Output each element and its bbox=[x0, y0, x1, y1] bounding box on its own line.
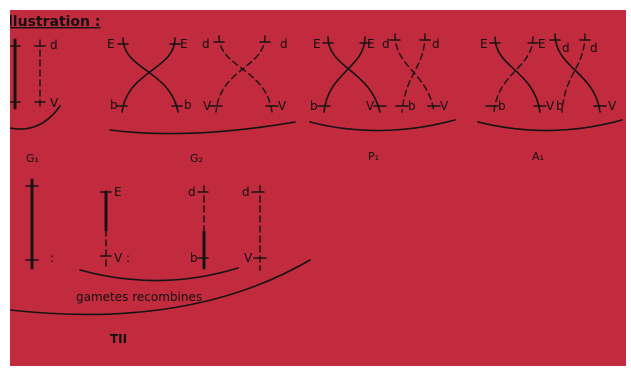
g2-letter-d-right: d bbox=[280, 37, 288, 51]
recombinant-label: gametes recombines bbox=[76, 290, 202, 304]
gamete-letter-d-2: d bbox=[242, 185, 250, 199]
p1-chromatid-dashed bbox=[401, 33, 426, 113]
a1-letter-d-right: d bbox=[590, 41, 598, 55]
p1-letter-d-left: d bbox=[382, 37, 390, 51]
a1-pair: E E d d b V b V A₁ bbox=[477, 33, 623, 163]
g2-letter-b-right: b bbox=[184, 98, 192, 112]
a1-letter-e-left: E bbox=[480, 37, 488, 51]
p1-letter-b-left: b bbox=[310, 99, 318, 113]
g2-brace bbox=[109, 121, 296, 135]
a1-chromatid bbox=[554, 33, 601, 113]
g2-letter-b-left: b bbox=[110, 98, 118, 112]
g1-letter-d: d bbox=[50, 38, 58, 52]
t2-label: TII bbox=[110, 332, 127, 346]
t2-brace bbox=[10, 259, 311, 316]
a1-label: A₁ bbox=[532, 150, 544, 163]
g2-letter-v-left: V bbox=[203, 99, 212, 113]
g2-chromatid bbox=[122, 37, 179, 113]
p1-letter-d-right: d bbox=[432, 37, 440, 51]
g1-pair: d V G₁ bbox=[10, 38, 61, 165]
g1-label: G₁ bbox=[26, 152, 39, 165]
diagram-sheet: llustration : d V G₁ E E b b d d V V bbox=[10, 10, 626, 366]
gamete-letter-b: b bbox=[190, 251, 198, 265]
g2-label: G₂ bbox=[190, 152, 203, 165]
p1-letter-e-left: E bbox=[313, 37, 321, 51]
p1-letter-v-right: V bbox=[440, 99, 449, 113]
recombinant-brace bbox=[79, 267, 239, 282]
p1-chromatid bbox=[323, 36, 366, 113]
genetics-diagram: llustration : d V G₁ E E b b d d V V bbox=[10, 14, 623, 346]
a1-letter-e-right: E bbox=[538, 37, 546, 51]
p1-pair: E E d d b V b V P₁ bbox=[309, 33, 456, 163]
p1-chromatid bbox=[327, 36, 381, 113]
gamete-letter-v-2: V bbox=[244, 251, 253, 265]
p1-brace bbox=[309, 119, 456, 132]
g2-chromatid bbox=[121, 37, 176, 113]
p1-label: P₁ bbox=[368, 150, 379, 163]
g1-letter-v: V bbox=[50, 96, 59, 110]
gamete-letter-d: d bbox=[188, 185, 196, 199]
p1-letter-b-mid: b bbox=[408, 99, 416, 113]
g2-chromatid-dashed bbox=[215, 35, 266, 113]
g2-letter-d-left: d bbox=[202, 37, 210, 51]
p1-chromatid-dashed bbox=[394, 33, 435, 113]
g2-chromatid-dashed bbox=[218, 35, 273, 113]
g2-letter-e-right: E bbox=[180, 37, 188, 51]
a1-letter-b-left: b bbox=[498, 99, 506, 113]
a1-letter-b-mid: b bbox=[556, 99, 564, 113]
gametes-row: : E V : d b d V gametes recombines TII bbox=[10, 178, 311, 346]
a1-chromatid bbox=[494, 36, 541, 113]
g2-pair: E E b b d d V V G₂ bbox=[107, 35, 296, 165]
p1-letter-v-mid: V bbox=[366, 99, 375, 113]
a1-chromatid-dashed bbox=[493, 36, 534, 113]
a1-letter-v-mid: V bbox=[546, 99, 555, 113]
a1-chromatid-dashed bbox=[561, 33, 586, 113]
g2-letter-e-left: E bbox=[107, 37, 115, 51]
gamete-letter-e: E bbox=[114, 185, 122, 199]
gamete-colon: : bbox=[50, 251, 54, 265]
a1-letter-d-left: d bbox=[562, 41, 570, 55]
gamete-colon-2: : bbox=[126, 251, 130, 265]
illustration-title: llustration : bbox=[10, 14, 101, 30]
gamete-letter-v: V bbox=[114, 251, 123, 265]
g2-letter-v-right: V bbox=[278, 99, 287, 113]
p1-letter-e-right: E bbox=[367, 37, 375, 51]
a1-letter-v-right: V bbox=[608, 99, 617, 113]
a1-brace bbox=[477, 119, 623, 132]
g1-brace bbox=[10, 105, 61, 130]
